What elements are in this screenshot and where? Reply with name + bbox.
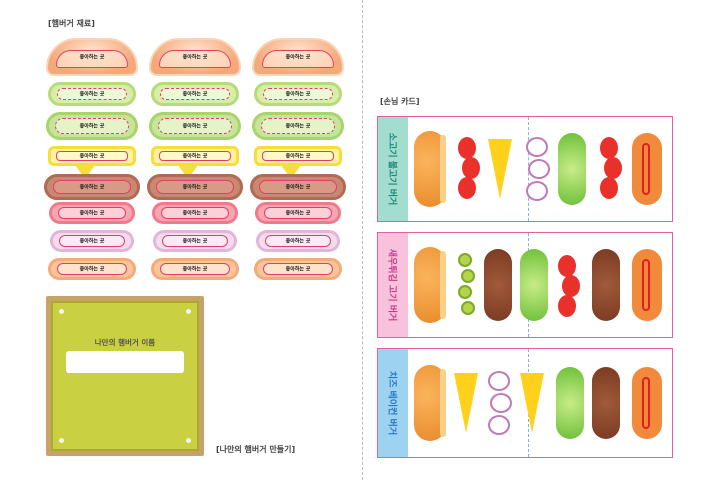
pickle-icon — [458, 253, 472, 267]
ingredient-bottom-bun[interactable]: 좋아하는 곳 — [151, 258, 239, 280]
ingredient-tomato[interactable]: 좋아하는 곳 — [49, 202, 135, 224]
ingredient-cabbage[interactable]: 좋아하는 곳 — [252, 112, 344, 140]
top-bun-icon — [414, 131, 446, 207]
burger-name-board: 나만의 햄버거 이름 — [46, 296, 204, 456]
tomato-icon — [558, 255, 576, 277]
ingredient-onion[interactable]: 좋아하는 곳 — [256, 230, 340, 252]
top-bun-icon — [414, 247, 446, 323]
onion-ring-icon — [526, 137, 548, 157]
pickle-icon — [461, 269, 475, 283]
bottom-bun-icon — [632, 367, 662, 439]
ingredient-cabbage[interactable]: 좋아하는 곳 — [46, 112, 138, 140]
onion-ring-icon — [528, 159, 550, 179]
tomato-icon — [600, 137, 618, 159]
ingredient-tomato[interactable]: 좋아하는 곳 — [255, 202, 341, 224]
patty-icon — [484, 249, 512, 321]
ingredient-patty[interactable]: 좋아하는 곳 — [250, 174, 346, 200]
card-name: 치즈 베이컨 버거 — [386, 370, 397, 436]
rivet-icon — [186, 309, 191, 314]
ingredient-cheese[interactable]: 좋아하는 곳 — [48, 146, 136, 179]
ingredient-bottom-bun[interactable]: 좋아하는 곳 — [254, 258, 342, 280]
ingredient-top-bun[interactable]: 좋아하는 곳 — [149, 38, 241, 76]
tomato-icon — [600, 177, 618, 199]
card-side-label: 새우튀김 고기 버거 — [378, 233, 408, 337]
onion-ring-icon — [488, 415, 510, 435]
onion-ring-icon — [490, 393, 512, 413]
ingredient-lettuce[interactable]: 좋아하는 곳 — [151, 82, 239, 106]
cheese-icon — [488, 139, 512, 199]
tomato-icon — [462, 157, 480, 179]
ingredient-tomato[interactable]: 좋아하는 곳 — [152, 202, 238, 224]
ingredient-onion[interactable]: 좋아하는 곳 — [153, 230, 237, 252]
lettuce-icon — [558, 133, 586, 205]
patty-icon — [592, 367, 620, 439]
customer-card[interactable]: 소고기 불고기 버거 — [377, 116, 673, 222]
patty-icon — [592, 249, 620, 321]
ingredient-top-bun[interactable]: 좋아하는 곳 — [252, 38, 344, 76]
tomato-icon — [458, 177, 476, 199]
lettuce-icon — [556, 367, 584, 439]
ingredient-top-bun[interactable]: 좋아하는 곳 — [46, 38, 138, 76]
customer-card[interactable]: 새우튀김 고기 버거 — [377, 232, 673, 338]
pickle-icon — [458, 285, 472, 299]
tomato-icon — [558, 295, 576, 317]
ingredient-patty[interactable]: 좋아하는 곳 — [147, 174, 243, 200]
tomato-icon — [458, 137, 476, 159]
pickle-icon — [461, 301, 475, 315]
rivet-icon — [186, 438, 191, 443]
lettuce-icon — [520, 249, 548, 321]
ingredient-cabbage[interactable]: 좋아하는 곳 — [149, 112, 241, 140]
bottom-bun-icon — [632, 133, 662, 205]
ingredient-patty[interactable]: 좋아하는 곳 — [44, 174, 140, 200]
tomato-icon — [604, 157, 622, 179]
board-title: 나만의 햄버거 이름 — [94, 338, 156, 347]
ingredient-cheese[interactable]: 좋아하는 곳 — [151, 146, 239, 179]
customer-card[interactable]: 치즈 베이컨 버거 — [377, 348, 673, 458]
rivet-icon — [59, 438, 64, 443]
card-name: 소고기 불고기 버거 — [386, 132, 397, 206]
ingredient-onion[interactable]: 좋아하는 곳 — [50, 230, 134, 252]
ingredients-label: [햄버거 재료] — [48, 19, 95, 28]
ingredient-bottom-bun[interactable]: 좋아하는 곳 — [48, 258, 136, 280]
ingredient-lettuce[interactable]: 좋아하는 곳 — [254, 82, 342, 106]
tomato-icon — [562, 275, 580, 297]
make-burger-label: [나만의 햄버거 만들기] — [216, 445, 296, 454]
onion-ring-icon — [526, 181, 548, 201]
ingredient-cheese[interactable]: 좋아하는 곳 — [254, 146, 342, 179]
card-side-label: 치즈 베이컨 버거 — [378, 349, 408, 457]
burger-name-field[interactable] — [66, 351, 184, 373]
customer-cards-label: [손님 카드] — [380, 97, 420, 106]
card-side-label: 소고기 불고기 버거 — [378, 117, 408, 221]
rivet-icon — [59, 309, 64, 314]
cheese-icon — [520, 373, 544, 433]
card-name: 새우튀김 고기 버거 — [386, 248, 397, 322]
board-face: 나만의 햄버거 이름 — [51, 301, 199, 451]
ingredient-lettuce[interactable]: 좋아하는 곳 — [48, 82, 136, 106]
cheese-icon — [454, 373, 478, 433]
page-divider — [362, 0, 363, 480]
top-bun-icon — [414, 365, 446, 441]
onion-ring-icon — [488, 371, 510, 391]
bottom-bun-icon — [632, 249, 662, 321]
